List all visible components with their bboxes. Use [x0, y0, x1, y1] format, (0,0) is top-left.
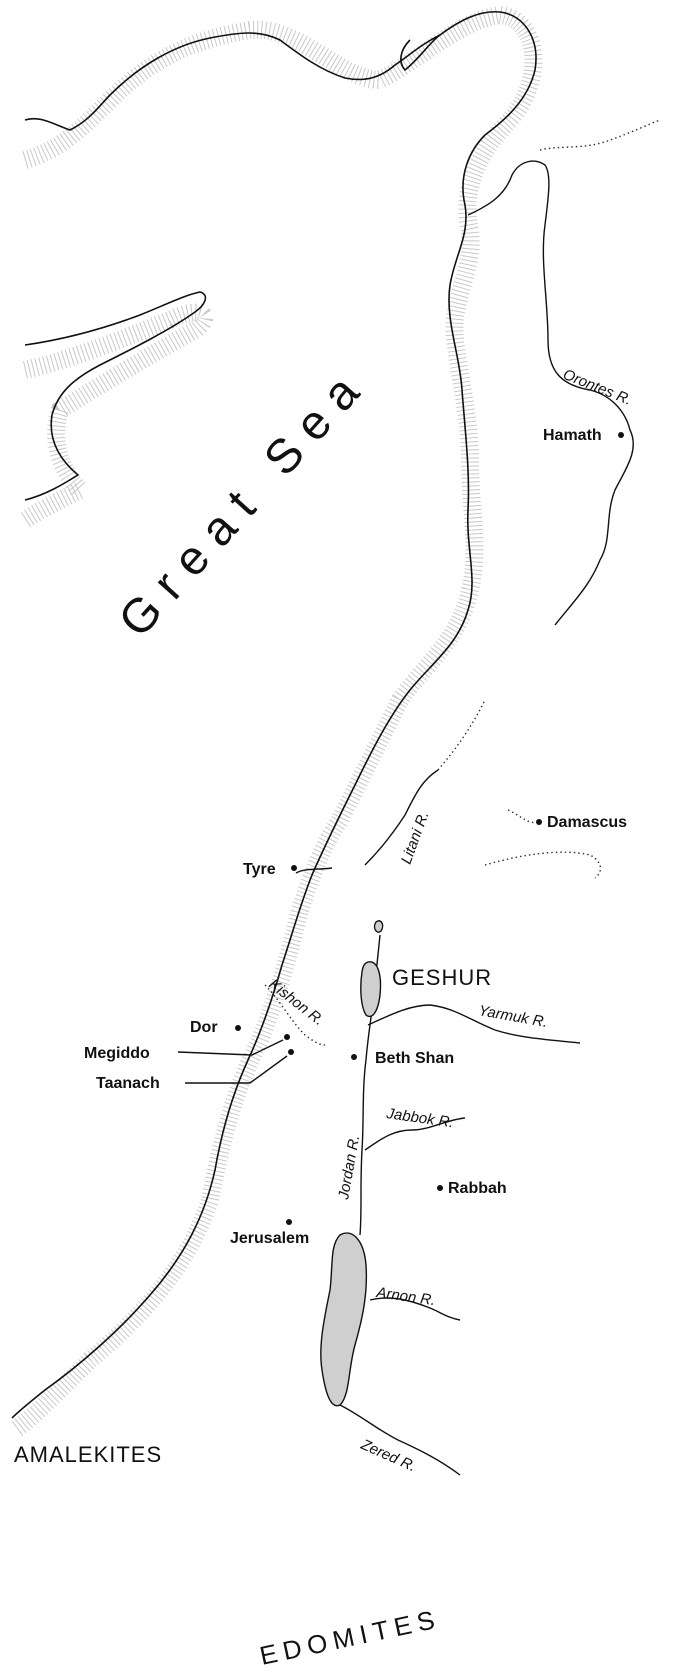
taanach-dot: [288, 1049, 294, 1055]
megiddo-dot: [284, 1034, 290, 1040]
city-tyre: Tyre: [243, 861, 276, 878]
rivers: [264, 119, 661, 1476]
jerusalem-dot: [286, 1219, 292, 1225]
city-megiddo: Megiddo: [84, 1045, 150, 1062]
coastline: [11, 10, 537, 1419]
dor-dot: [235, 1025, 241, 1031]
region-edomites: EDOMITES: [257, 1603, 443, 1670]
coast-shading: [9, 5, 543, 1438]
city-taanach: Taanach: [96, 1075, 160, 1092]
hamath-dot: [618, 432, 624, 438]
beth-shan-dot: [351, 1054, 357, 1060]
region-amalekites: AMALEKITES: [14, 1442, 162, 1467]
sea-of-galilee: [360, 961, 382, 1018]
region-geshur: GESHUR: [392, 965, 492, 990]
city-damascus: Damascus: [547, 814, 627, 831]
river-jabbok: Jabbok R.: [384, 1105, 454, 1131]
city-rabbah: Rabbah: [448, 1180, 507, 1197]
city-markers: [235, 432, 624, 1225]
leader-lines: [177, 1039, 288, 1084]
city-hamath: Hamath: [543, 427, 602, 444]
city-jerusalem: Jerusalem: [230, 1230, 309, 1247]
river-arnon: Arnon R.: [374, 1284, 436, 1309]
rabbah-dot: [437, 1185, 443, 1191]
sea-label: Great Sea: [109, 356, 379, 648]
dead-sea: [320, 1232, 368, 1407]
river-jordan: Jordan R.: [335, 1134, 363, 1202]
river-orontes: Orontes R.: [561, 366, 635, 409]
river-kishon: Kishon R.: [266, 976, 328, 1029]
lakes: [320, 920, 384, 1407]
city-dor: Dor: [190, 1019, 218, 1036]
damascus-dot: [536, 819, 542, 825]
tyre-dot: [291, 865, 297, 871]
river-zered: Zered R.: [357, 1436, 418, 1476]
city-beth-shan: Beth Shan: [375, 1050, 454, 1067]
